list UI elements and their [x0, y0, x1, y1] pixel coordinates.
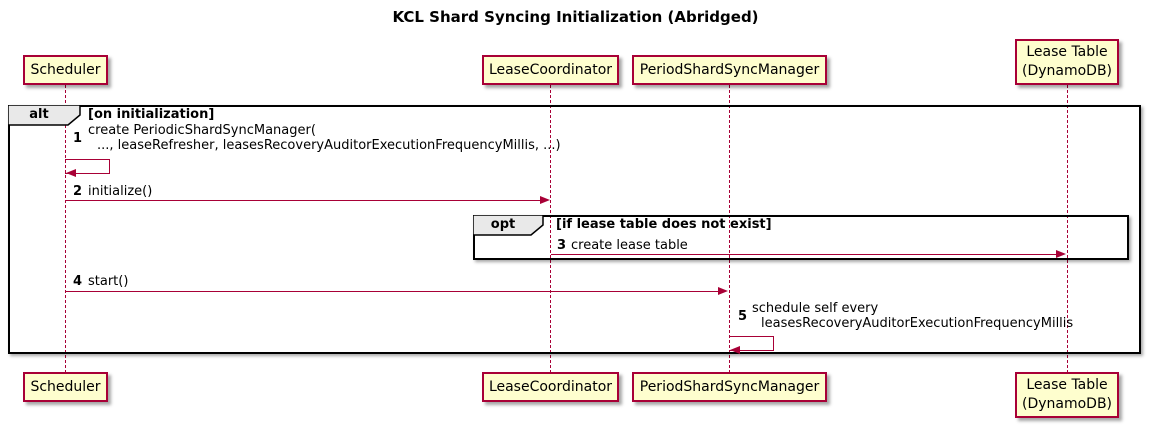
- participant-label: LeaseCoordinator: [488, 61, 613, 78]
- participant-label: PeriodShardSyncManager: [639, 378, 820, 395]
- message-2-text: initialize(): [88, 184, 153, 199]
- message-5-text: schedule self every leasesRecoveryAudito…: [752, 301, 1073, 331]
- participant-period-shard-sync-manager-bottom: PeriodShardSyncManager: [632, 372, 827, 402]
- message-1-self-arrow: [65, 159, 110, 174]
- message-2-arrowhead: [540, 196, 550, 204]
- message-4-number: 4: [73, 274, 83, 289]
- message-1-line2: ..., leaseRefresher, leasesRecoveryAudit…: [97, 138, 561, 153]
- participant-label: Scheduler: [30, 378, 101, 395]
- participant-lease-table-top: Lease Table (DynamoDB): [1015, 39, 1119, 85]
- message-5-line2: leasesRecoveryAuditorExecutionFrequencyM…: [761, 316, 1074, 331]
- participant-lease-coordinator-bottom: LeaseCoordinator: [482, 372, 619, 402]
- participant-label: LeaseCoordinator: [488, 378, 613, 395]
- message-4-arrowhead: [718, 287, 728, 295]
- alt-frame: [8, 105, 1141, 354]
- lifeline-lease-table: [1067, 85, 1068, 373]
- alt-frame-keyword: alt: [29, 107, 49, 122]
- participant-lease-coordinator-top: LeaseCoordinator: [482, 55, 619, 85]
- message-1-text: create PeriodicShardSyncManager( ..., le…: [88, 123, 561, 153]
- participant-label-line2: (DynamoDB): [1021, 396, 1113, 412]
- participant-period-shard-sync-manager-top: PeriodShardSyncManager: [632, 55, 827, 85]
- message-3-arrow: [551, 254, 1057, 255]
- message-5-line1: schedule self every: [752, 301, 879, 316]
- alt-frame-label-shape: [8, 105, 81, 126]
- participant-label-line1: Lease Table: [1026, 377, 1108, 394]
- participant-label-line1: Lease Table: [1026, 44, 1108, 61]
- participant-scheduler-top: Scheduler: [23, 55, 108, 85]
- message-3-text: create lease table: [571, 238, 688, 253]
- participant-scheduler-bottom: Scheduler: [23, 372, 108, 402]
- message-4-text: start(): [88, 274, 129, 289]
- message-4-arrow: [65, 291, 719, 292]
- message-1-arrowhead: [66, 169, 76, 177]
- alt-frame-condition: [on initialization]: [88, 107, 215, 122]
- participant-lease-table-bottom: Lease Table (DynamoDB): [1015, 372, 1119, 418]
- message-1-number: 1: [73, 131, 83, 146]
- message-5-arrowhead: [730, 346, 740, 354]
- message-5-number: 5: [738, 309, 748, 324]
- message-2-arrow: [65, 200, 541, 201]
- lifeline-scheduler: [65, 85, 66, 373]
- participant-label-line2: (DynamoDB): [1021, 63, 1113, 79]
- opt-frame: [473, 215, 1129, 260]
- lifeline-lease-coordinator: [550, 85, 551, 373]
- message-2-number: 2: [73, 184, 83, 199]
- participant-label: Scheduler: [30, 61, 101, 78]
- message-3-arrowhead: [1056, 250, 1066, 258]
- message-5-self-arrow: [729, 336, 774, 351]
- opt-frame-label-shape: [473, 215, 544, 236]
- participant-label: PeriodShardSyncManager: [639, 61, 820, 78]
- lifeline-period-shard-sync-manager: [729, 85, 730, 373]
- opt-frame-keyword: opt: [490, 217, 516, 232]
- opt-frame-condition: [if lease table does not exist]: [556, 217, 772, 232]
- message-1-line1: create PeriodicShardSyncManager(: [88, 123, 316, 138]
- message-3-number: 3: [557, 238, 567, 253]
- diagram-title: KCL Shard Syncing Initialization (Abridg…: [392, 8, 759, 26]
